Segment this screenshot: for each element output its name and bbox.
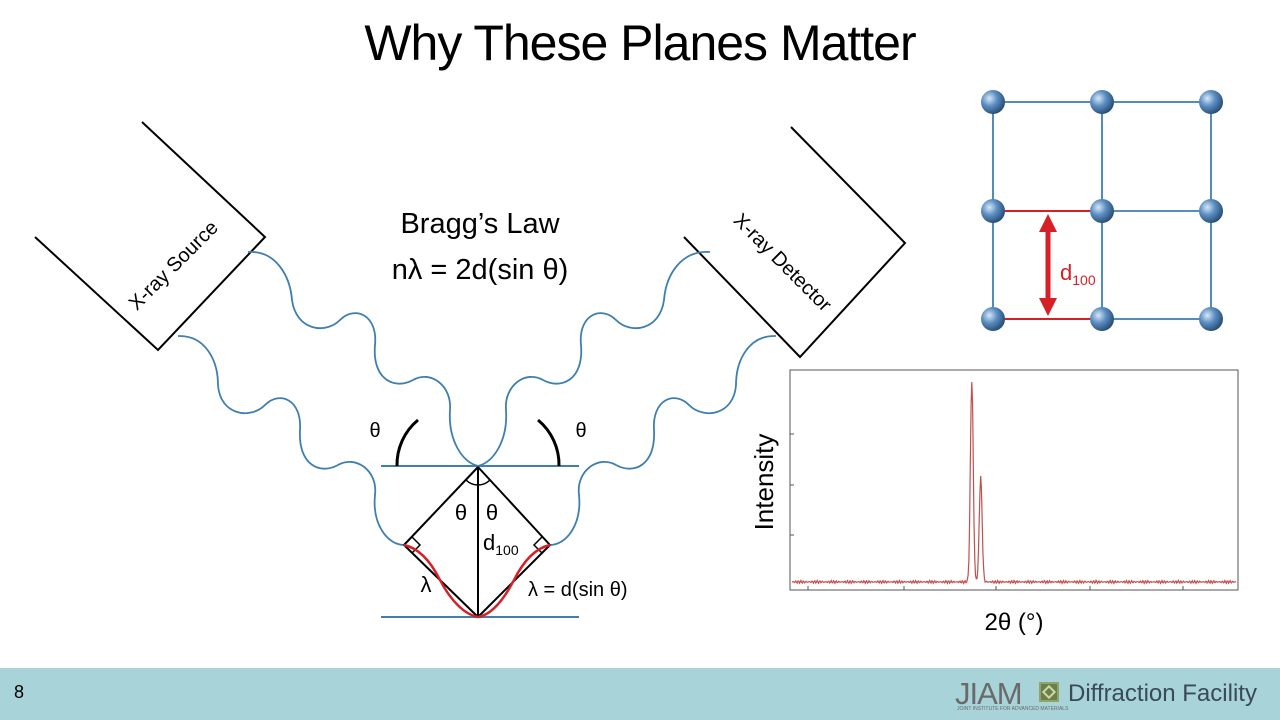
jiam-logo-subtext: JOINT INSTITUTE FOR ADVANCED MATERIALS bbox=[957, 706, 1069, 712]
incident-wave-lower bbox=[177, 335, 405, 546]
jiam-logo: JIAM JOINT INSTITUTE FOR ADVANCED MATERI… bbox=[955, 676, 1069, 716]
geometry-left-upper bbox=[403, 466, 479, 546]
geometry-d-symbol: d bbox=[483, 530, 495, 555]
lambda-label: λ bbox=[421, 572, 432, 597]
bragg-diagram: X-ray Source X-ray Detector Bragg’s Law … bbox=[34, 121, 907, 619]
bragg-law-title: Bragg’s Law bbox=[400, 208, 560, 240]
xray-detector-box bbox=[683, 126, 907, 359]
diffracted-theta: θ bbox=[575, 420, 586, 442]
slide-title: Why These Planes Matter bbox=[364, 15, 916, 71]
page-number: 8 bbox=[14, 682, 25, 702]
incident-angle-arc bbox=[395, 418, 419, 467]
diffracted-wave-lower bbox=[549, 335, 777, 546]
jiam-logo-text: JIAM bbox=[955, 676, 1023, 711]
geometry-theta-right: θ bbox=[486, 500, 498, 525]
path-difference-left bbox=[403, 543, 479, 619]
footer-bar: 8 JIAM JOINT INSTITUTE FOR ADVANCED MATE… bbox=[0, 668, 1280, 720]
incident-theta: θ bbox=[369, 420, 380, 442]
facility-name: Diffraction Facility bbox=[1068, 680, 1257, 707]
path-difference-right bbox=[477, 543, 551, 619]
lambda-equation: λ = d(sin θ) bbox=[528, 579, 627, 601]
diffracted-wave-upper bbox=[477, 251, 711, 467]
geometry-d-label: d100 bbox=[483, 530, 519, 558]
incident-wave-upper bbox=[247, 251, 479, 467]
geometry-top-arc bbox=[465, 479, 491, 486]
xray-source-label: X-ray Source bbox=[125, 217, 223, 315]
jiam-logo-icon bbox=[1039, 682, 1059, 702]
bragg-law-equation: nλ = 2d(sin θ) bbox=[392, 254, 569, 286]
xray-source-box bbox=[34, 121, 267, 352]
diffracted-angle-arc bbox=[537, 418, 561, 467]
geometry-theta-left: θ bbox=[455, 500, 467, 525]
geometry-d-subscript: 100 bbox=[495, 542, 519, 558]
